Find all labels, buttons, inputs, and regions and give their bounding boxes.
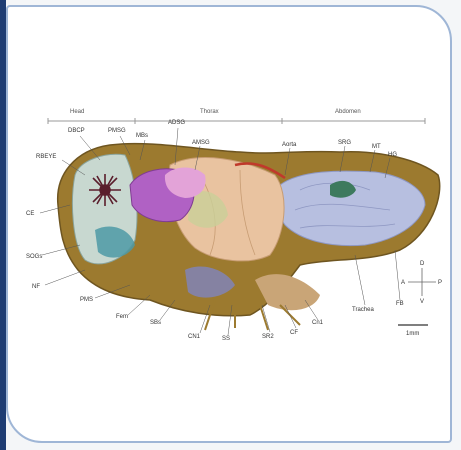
label-fem: Fem xyxy=(116,314,128,320)
label-pms: PMS xyxy=(80,297,93,303)
label-cf: CF xyxy=(290,330,298,336)
label-sr2: SR2 xyxy=(262,334,274,340)
orientation-compass xyxy=(408,268,436,296)
label-adsg: ADSG xyxy=(168,120,185,126)
label-nf: NF xyxy=(32,284,40,290)
label-trachea: Trachea xyxy=(352,307,374,313)
label-ce: CE xyxy=(26,211,34,217)
compass-v: V xyxy=(420,299,424,305)
label-mbs: MBs xyxy=(136,133,148,139)
label-mt: MT xyxy=(372,144,381,150)
label-cn1b: Cn1 xyxy=(312,320,324,326)
compass-d: D xyxy=(420,261,425,267)
label-pmsg: PMSG xyxy=(108,128,126,134)
label-cn1: CN1 xyxy=(188,334,201,340)
label-sog: SOGs xyxy=(26,254,42,260)
label-ss: SS xyxy=(222,336,230,342)
label-dbcp: DBCP xyxy=(68,128,85,134)
segment-thorax-label: Thorax xyxy=(200,109,219,115)
compass-p: P xyxy=(438,280,442,286)
label-aorta: Aorta xyxy=(282,142,297,148)
label-fb: FB xyxy=(396,301,404,307)
label-rbeye: RBEYE xyxy=(36,154,56,160)
segment-abdomen-label: Abdomen xyxy=(335,109,361,115)
label-sbs: SBs xyxy=(150,320,161,326)
segment-head-label: Head xyxy=(70,109,84,115)
label-srg: SRG xyxy=(338,140,351,146)
scale-bar-label: 1mm xyxy=(406,331,419,337)
label-amsg: AMSG xyxy=(192,140,210,146)
compass-a: A xyxy=(401,280,405,286)
compound-eye xyxy=(89,174,121,206)
label-hg: HG xyxy=(388,152,397,158)
